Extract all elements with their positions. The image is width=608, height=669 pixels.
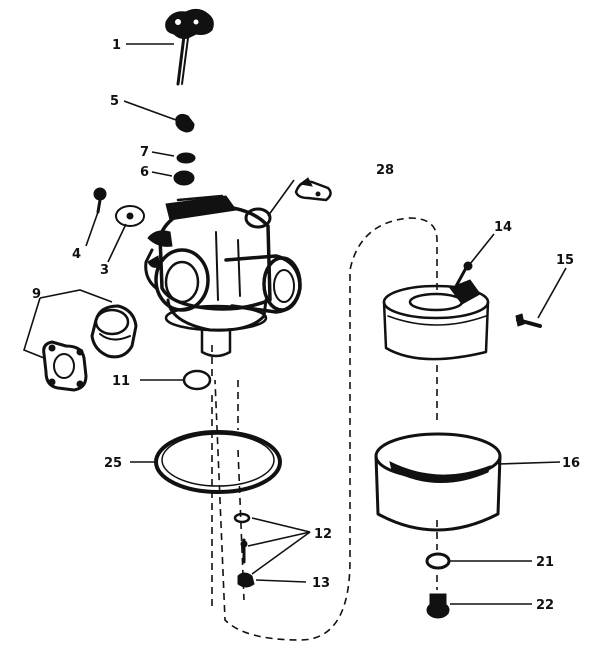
label-part-28: 28 (376, 163, 394, 178)
part-float-bowl-16 (374, 432, 502, 532)
label-part-13: 13 (312, 576, 330, 591)
label-part-6: 6 (140, 165, 149, 180)
label-part-16: 16 (562, 456, 580, 471)
part-plate-3 (115, 205, 145, 227)
label-part-7: 7 (140, 145, 149, 160)
part-pin-13 (237, 572, 255, 588)
part-bowl-bolt-22 (426, 593, 450, 619)
label-part-1: 1 (112, 38, 121, 53)
part-float-14 (382, 261, 490, 361)
label-part-21: 21 (536, 555, 554, 570)
part-labels: 1 28 5 7 6 4 3 9 11 25 12 13 14 15 16 21… (32, 38, 580, 613)
label-part-4: 4 (72, 247, 81, 262)
part-screw-4 (93, 187, 107, 214)
part-washer-21 (425, 552, 451, 570)
label-part-14: 14 (494, 220, 512, 235)
part-throttle-shaft (165, 8, 214, 86)
label-part-15: 15 (556, 253, 574, 268)
label-part-12: 12 (314, 527, 332, 542)
part-seal-7 (176, 152, 196, 164)
label-part-25: 25 (104, 456, 122, 471)
part-clip-28 (294, 177, 332, 202)
part-float-pin-15 (515, 313, 542, 328)
carburetor-body (144, 194, 302, 358)
part-screw-5 (175, 113, 195, 133)
part-pins-12 (233, 512, 251, 564)
part-seat-11 (182, 369, 212, 391)
label-part-9: 9 (32, 287, 41, 302)
label-part-22: 22 (536, 598, 554, 613)
label-part-11: 11 (112, 374, 130, 389)
part-inlet-fitting-9 (42, 304, 138, 392)
leader-lines (23, 43, 567, 605)
label-part-5: 5 (110, 94, 119, 109)
label-part-3: 3 (100, 263, 109, 278)
part-washer-6 (173, 170, 195, 186)
